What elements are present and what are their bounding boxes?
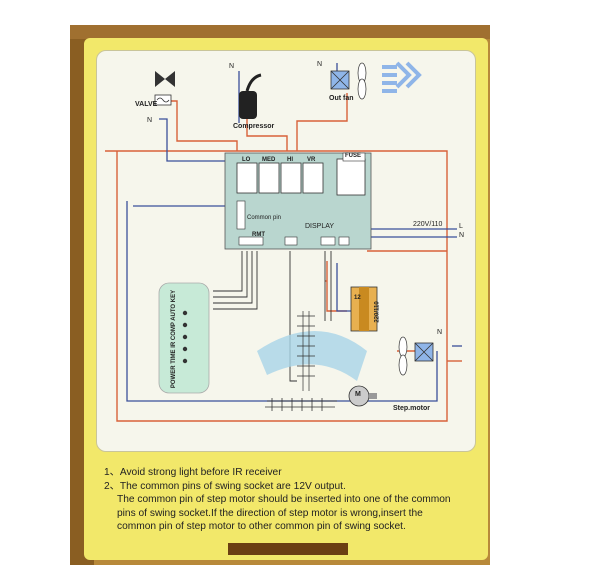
label-voltage: 220V/110 bbox=[413, 221, 443, 228]
label-hi: HI bbox=[287, 157, 293, 163]
indoor-fan-icon bbox=[398, 336, 434, 376]
swing-louver bbox=[297, 311, 315, 391]
label-n-fan2: N bbox=[437, 329, 443, 336]
label-rmt: RMT bbox=[252, 232, 265, 238]
label-compressor: Compressor bbox=[233, 123, 275, 130]
label-display: DISPLAY bbox=[305, 223, 335, 230]
instruction-notes: 1、Avoid strong light before IR receiver … bbox=[104, 466, 474, 534]
label-n-comp: N bbox=[229, 63, 235, 70]
control-board bbox=[224, 152, 372, 250]
box-bottom-tab bbox=[228, 543, 348, 555]
wiring-svg bbox=[105, 61, 462, 422]
label-lo: LO bbox=[242, 157, 251, 163]
label-trans-220: 220/110 bbox=[374, 301, 381, 323]
label-vr: VR bbox=[307, 157, 316, 163]
label-valve: VALVE bbox=[135, 101, 158, 108]
label-fuse: FUSE bbox=[345, 153, 362, 159]
note-line: The common pin of step motor should be i… bbox=[117, 494, 451, 505]
wiring-diagram: VALVE N N Compressor N Out fan LO MED HI… bbox=[96, 50, 476, 452]
label-remote-keys: POWER TIME IR COMP AUTO KEY bbox=[171, 289, 177, 389]
box-top-edge bbox=[70, 25, 490, 39]
label-n-valve: N bbox=[147, 117, 153, 124]
label-n-fan: N bbox=[317, 61, 323, 68]
note-line: 1、Avoid strong light before IR receiver bbox=[104, 467, 282, 478]
label-n-line: N bbox=[459, 232, 465, 239]
label-out-fan: Out fan bbox=[329, 95, 354, 102]
label-trans-12: 12 bbox=[354, 295, 361, 301]
compressor-icon bbox=[239, 73, 262, 119]
note-line: pins of swing socket.If the direction of… bbox=[117, 507, 423, 519]
remote-receiver bbox=[158, 282, 210, 394]
transformer-icon bbox=[350, 286, 378, 332]
label-step-motor: Step.motor bbox=[393, 405, 430, 412]
out-fan-icon bbox=[330, 61, 422, 100]
label-common-pin: Common pin bbox=[247, 215, 282, 221]
note-line: 2、The common pins of swing socket are 12… bbox=[104, 480, 346, 492]
step-motor-icon bbox=[348, 385, 377, 407]
label-l-line: L bbox=[459, 223, 463, 230]
note-line: common pin of step motor to other common… bbox=[117, 521, 406, 532]
label-motor: M bbox=[355, 391, 361, 398]
valve-icon bbox=[154, 71, 175, 106]
label-med: MED bbox=[262, 157, 276, 163]
bottom-louver bbox=[265, 398, 337, 411]
